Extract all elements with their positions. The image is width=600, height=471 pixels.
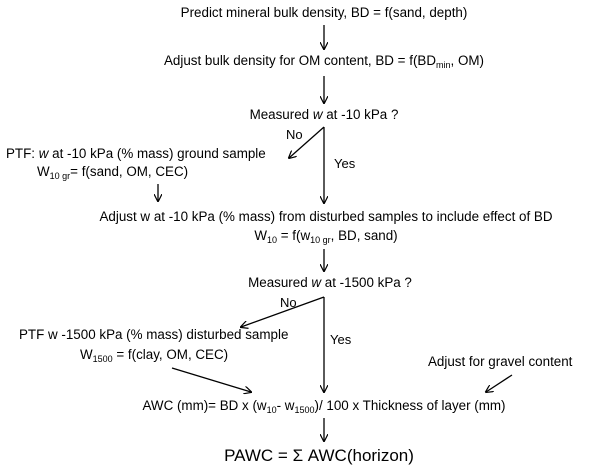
label-yes-1: Yes: [334, 156, 356, 171]
formula-awc: AWC (mm)= BD x (w10- w1500)/ 100 x Thick…: [142, 398, 506, 415]
formula-w10gr: W10 gr= f(sand, OM, CEC): [37, 164, 189, 181]
arrow-ptf2-to-awc: [171, 367, 251, 392]
arrow-q2-no-to-ptf2: [241, 296, 325, 327]
step-predict-mineral-bd: Predict mineral bulk density, BD = f(san…: [180, 5, 468, 20]
arrow-q1-no-to-ptf1: [289, 126, 325, 158]
question-measured-w-1500kpa: Measured w at -1500 kPa ?: [248, 275, 412, 290]
label-yes-2: Yes: [330, 332, 352, 347]
label-no-2: No: [280, 295, 297, 310]
formula-w1500: W1500 = f(clay, OM, CEC): [80, 347, 229, 364]
step-adjust-w-disturbed: Adjust w at -10 kPa (% mass) from distur…: [99, 209, 553, 224]
formula-w10: W10 = f(w10 gr, BD, sand): [254, 228, 398, 245]
ptf-w-1500kpa-disturbed: PTF w -1500 kPa (% mass) disturbed sampl…: [19, 327, 289, 342]
label-no-1: No: [286, 127, 303, 142]
formula-pawc: PAWC = Σ AWC(horizon): [224, 446, 414, 465]
question-measured-w-10kpa: Measured w at -10 kPa ?: [249, 107, 399, 122]
step-adjust-gravel: Adjust for gravel content: [428, 354, 573, 369]
step-adjust-bd-om: Adjust bulk density for OM content, BD =…: [163, 53, 485, 70]
ptf-w-10kpa-ground-sample: PTF: w at -10 kPa (% mass) ground sample: [6, 146, 266, 161]
arrow-gravel-to-awc: [486, 374, 513, 392]
